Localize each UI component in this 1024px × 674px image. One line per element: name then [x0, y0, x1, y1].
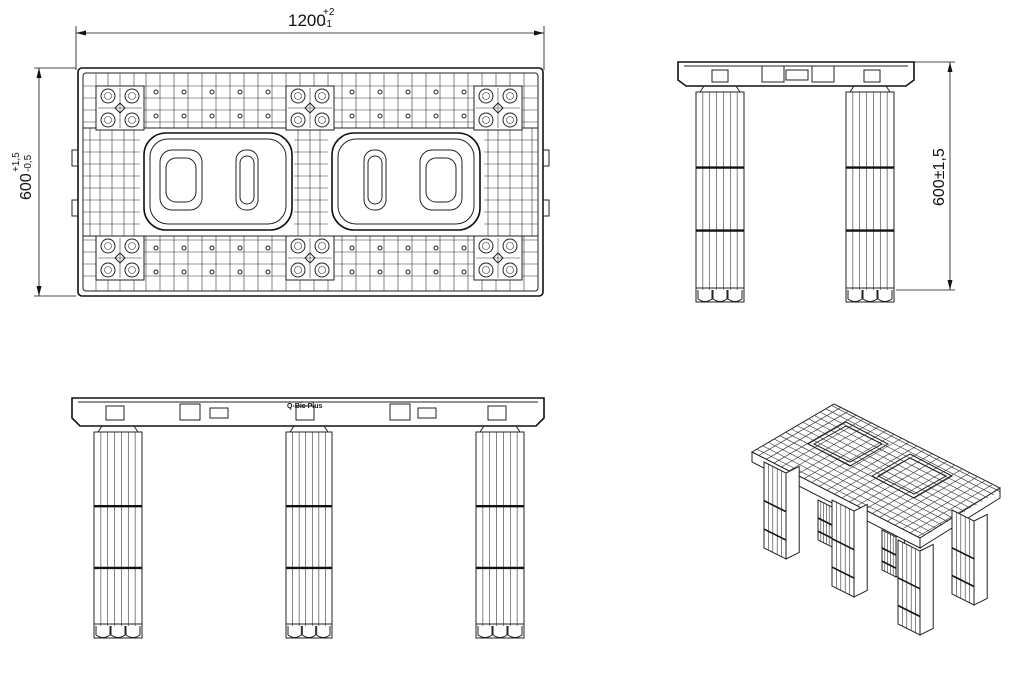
top-view-height-dimension: 600 +1,5 -0,5	[11, 67, 76, 297]
front-view-product-label: Q-Bic Plus	[287, 403, 323, 410]
top-view-height-tolerance-plus: +1,5	[11, 152, 22, 172]
side-view-legs	[695, 85, 895, 303]
front-view: Q-Bic Plus	[71, 397, 545, 639]
top-view-height-value: 600	[18, 173, 35, 200]
isometric-grid	[756, 405, 1000, 537]
top-view-width-tolerance-minus: -1	[323, 19, 332, 30]
top-view: 1200 +2 -1 600 +1,5 -0,5	[11, 7, 550, 297]
top-view-opening-right	[331, 132, 481, 231]
top-view-width-dimension: 1200 +2 -1	[75, 7, 545, 70]
front-view-legs	[93, 425, 525, 639]
side-view-height-value: 600±1,5	[931, 148, 948, 206]
top-view-width-tolerance-plus: +2	[323, 7, 335, 18]
side-view: 600±1,5	[677, 61, 955, 303]
side-view-height-dimension: 600±1,5	[896, 61, 955, 291]
top-view-opening-left	[143, 132, 293, 231]
top-view-width-value: 1200	[288, 11, 326, 30]
isometric-view	[750, 403, 1002, 636]
top-view-height-tolerance-minus: -0,5	[23, 154, 34, 172]
top-view-column-sockets	[95, 85, 523, 281]
